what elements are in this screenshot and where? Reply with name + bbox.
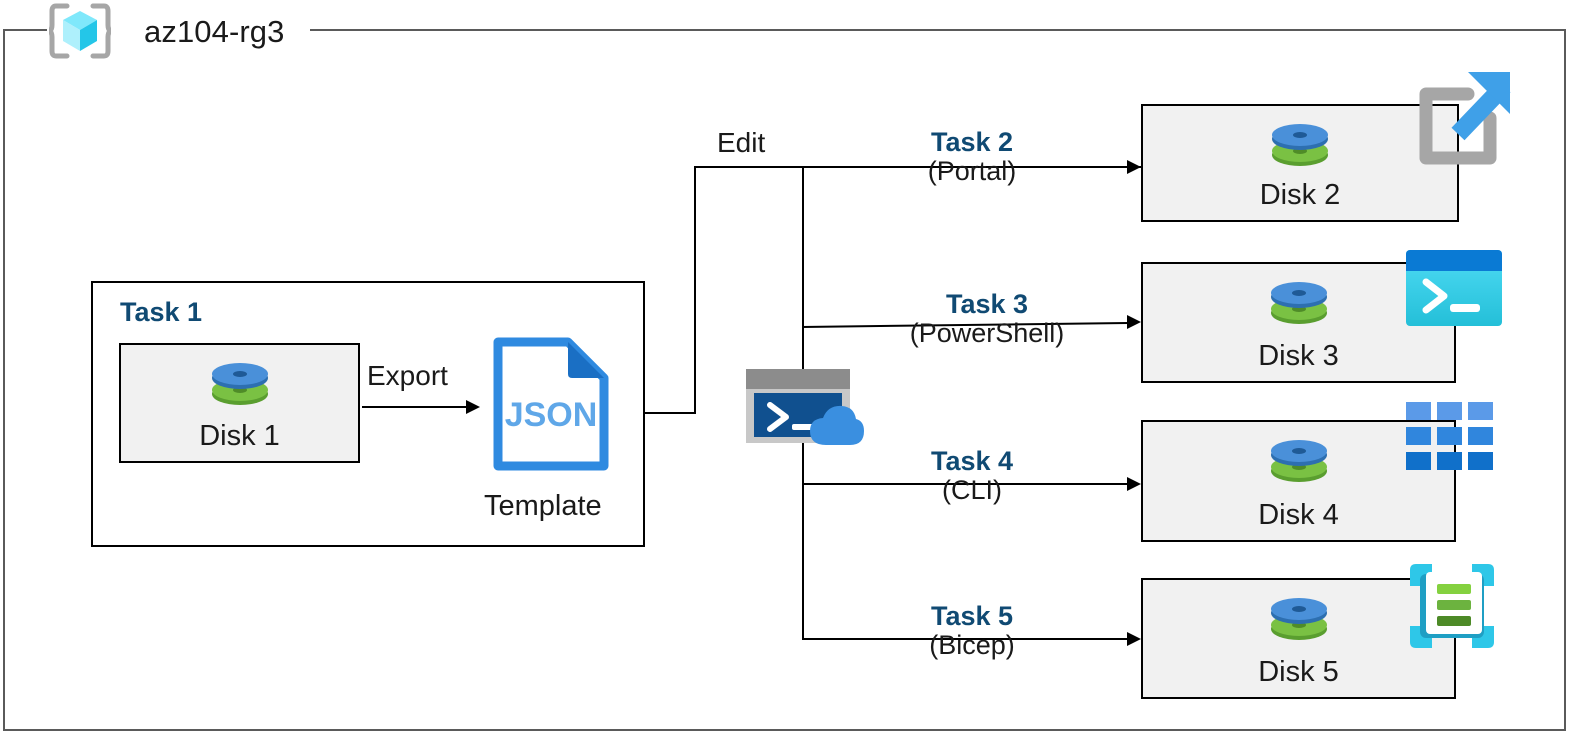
managed-disk-icon bbox=[1266, 276, 1332, 332]
svg-text:JSON: JSON bbox=[505, 396, 598, 434]
export-arrow-line bbox=[362, 406, 466, 408]
azure-cloud-shell-icon bbox=[744, 367, 864, 445]
bicep-icon bbox=[1406, 560, 1498, 652]
task3-method: (PowerShell) bbox=[909, 318, 1065, 349]
task5-branch-line bbox=[802, 638, 1128, 640]
edit-label: Edit bbox=[717, 127, 766, 158]
disk1-label: Disk 1 bbox=[199, 420, 280, 452]
resource-group-border-top-left bbox=[3, 29, 47, 31]
task4-edge-label: Task 4 (CLI) bbox=[862, 447, 1082, 506]
disk5-box: Disk 5 bbox=[1141, 578, 1456, 699]
disk3-box: Disk 3 bbox=[1141, 262, 1456, 383]
edit-connector-riser bbox=[694, 166, 696, 414]
task5-method: (Bicep) bbox=[929, 630, 1015, 661]
task3-heading: Task 3 bbox=[945, 289, 1029, 319]
managed-disk-icon bbox=[1267, 118, 1333, 174]
managed-disk-icon bbox=[1266, 434, 1332, 490]
task5-edge-label: Task 5 (Bicep) bbox=[862, 602, 1082, 661]
azure-portal-icon bbox=[1406, 62, 1516, 172]
azure-cli-icon bbox=[1406, 402, 1494, 470]
disk4-label: Disk 4 bbox=[1258, 499, 1339, 531]
disk4-box: Disk 4 bbox=[1141, 420, 1456, 542]
task2-arrowhead bbox=[1127, 160, 1141, 174]
task4-method: (CLI) bbox=[942, 475, 1002, 506]
task5-arrowhead bbox=[1127, 632, 1141, 646]
edit-connector-top-run bbox=[694, 166, 1142, 168]
task4-branch-line bbox=[802, 483, 1128, 485]
task3-arrowhead bbox=[1127, 315, 1141, 329]
json-file-icon: JSON bbox=[492, 336, 610, 472]
resource-group-border-bottom bbox=[3, 729, 1566, 731]
task2-method: (Portal) bbox=[927, 156, 1017, 187]
task5-heading: Task 5 bbox=[930, 601, 1014, 631]
disk1-box: Disk 1 bbox=[119, 343, 360, 463]
task4-heading: Task 4 bbox=[930, 446, 1014, 476]
template-caption: Template bbox=[484, 490, 602, 522]
resource-group-border-right bbox=[1564, 29, 1566, 731]
managed-disk-icon bbox=[207, 357, 273, 413]
export-label: Export bbox=[367, 360, 448, 391]
managed-disk-icon bbox=[1266, 592, 1332, 648]
disk5-label: Disk 5 bbox=[1258, 656, 1339, 688]
resource-group-border-left bbox=[3, 29, 5, 731]
azure-resource-group-icon bbox=[47, 2, 113, 60]
task2-edge-label: Task 2 (Portal) bbox=[862, 128, 1082, 187]
powershell-icon bbox=[1406, 250, 1502, 326]
disk3-label: Disk 3 bbox=[1258, 340, 1339, 372]
task1-heading: Task 1 bbox=[120, 297, 203, 327]
task3-edge-label: Task 3 (PowerShell) bbox=[862, 290, 1112, 349]
task4-arrowhead bbox=[1127, 477, 1141, 491]
disk2-box: Disk 2 bbox=[1141, 104, 1459, 222]
resource-group-title: az104-rg3 bbox=[144, 14, 285, 49]
disk2-label: Disk 2 bbox=[1259, 179, 1341, 211]
export-arrowhead bbox=[466, 400, 480, 414]
resource-group-border-top-right bbox=[310, 29, 1566, 31]
task2-heading: Task 2 bbox=[930, 127, 1014, 157]
edit-connector-stub bbox=[645, 412, 696, 414]
